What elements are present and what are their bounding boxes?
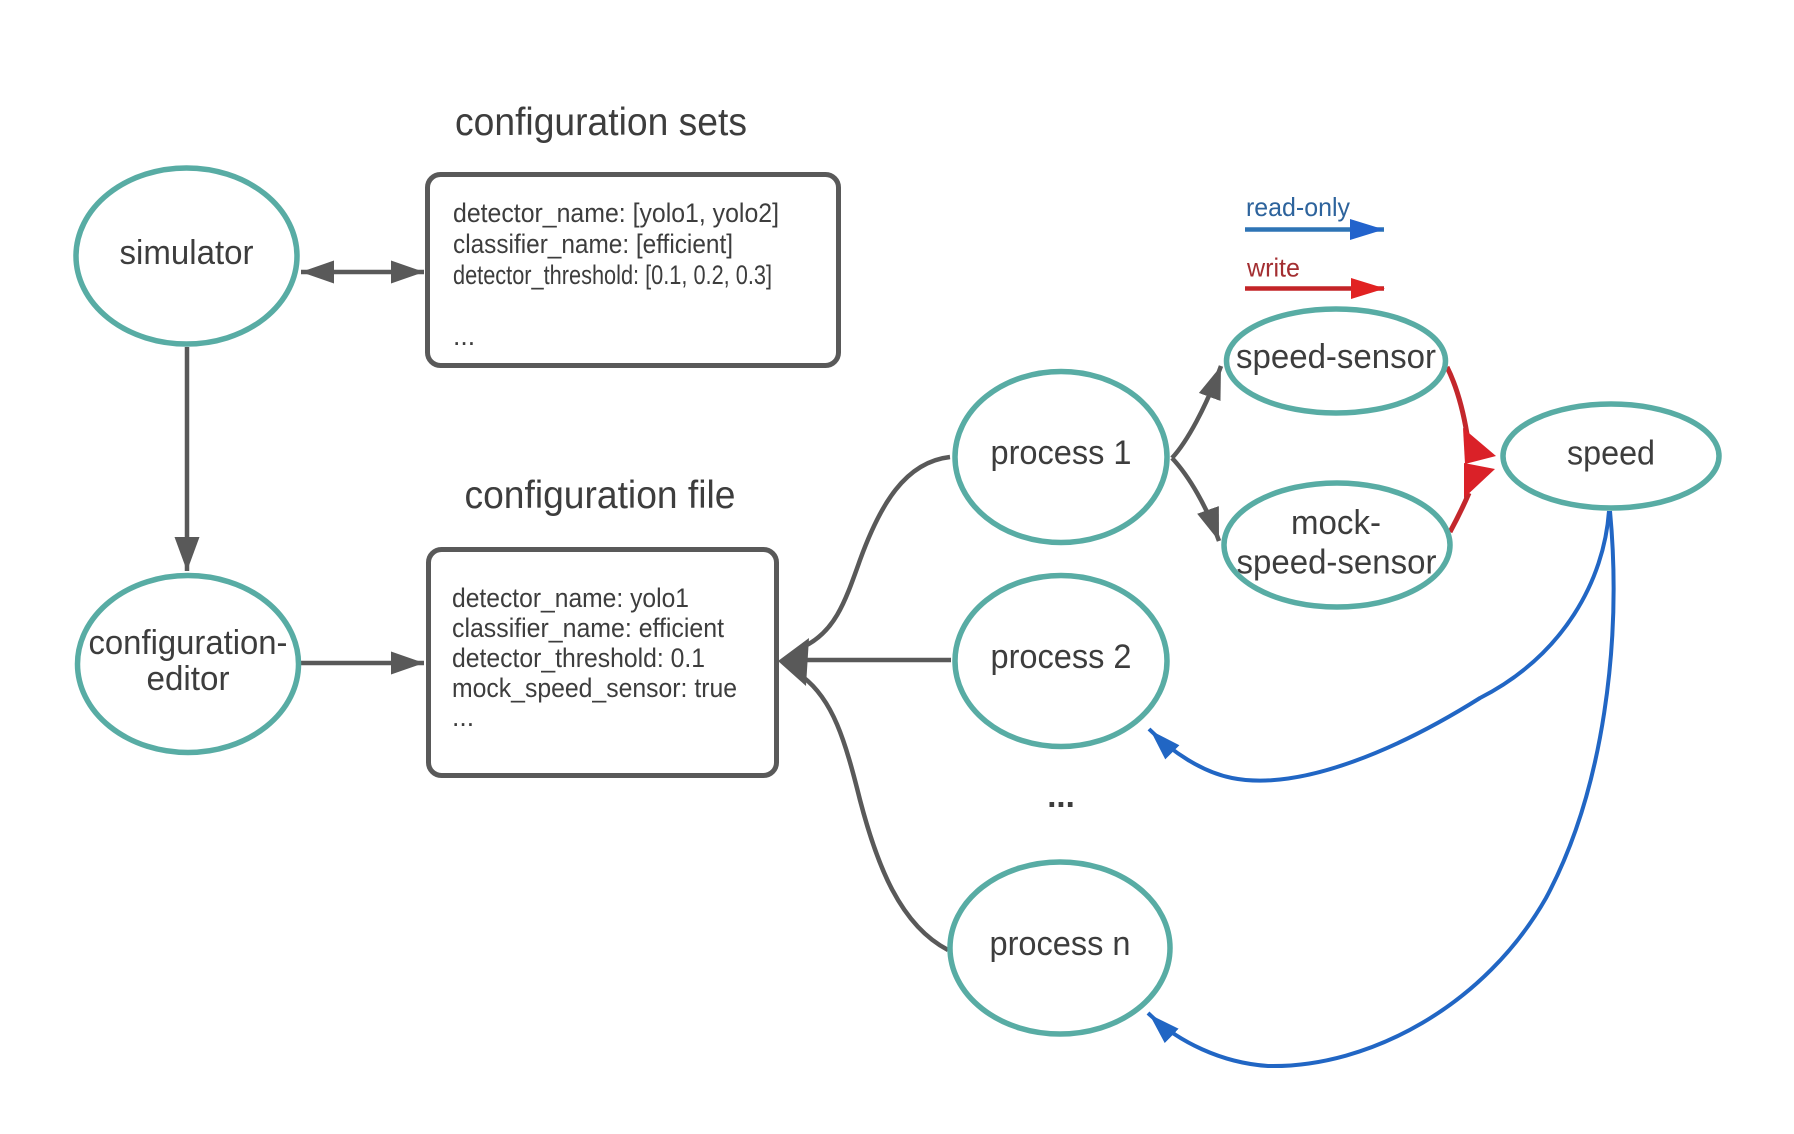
svg-text:configuration file: configuration file: [465, 474, 736, 517]
svg-text:detector_name: yolo1: detector_name: yolo1: [452, 583, 689, 613]
svg-text:process 2: process 2: [991, 638, 1132, 676]
svg-text:classifier_name: efficient: classifier_name: efficient: [452, 613, 725, 643]
svg-text:mock_speed_sensor: true: mock_speed_sensor: true: [452, 673, 737, 703]
svg-text:editor: editor: [147, 660, 230, 698]
svg-text:...: ...: [1047, 777, 1075, 814]
svg-text:speed-sensor: speed-sensor: [1237, 544, 1437, 582]
svg-text:configuration-: configuration-: [89, 624, 288, 662]
svg-text:speed-sensor: speed-sensor: [1236, 338, 1436, 376]
svg-text:speed: speed: [1567, 435, 1655, 473]
svg-text:...: ...: [453, 321, 475, 351]
svg-text:mock-: mock-: [1291, 504, 1381, 542]
svg-text:detector_name: [yolo1, yolo2]: detector_name: [yolo1, yolo2]: [453, 198, 779, 228]
svg-text:...: ...: [452, 702, 474, 732]
svg-text:process 1: process 1: [991, 434, 1132, 472]
svg-text:write: write: [1246, 253, 1300, 283]
svg-text:detector_threshold: 0.1: detector_threshold: 0.1: [452, 643, 705, 673]
svg-text:read-only: read-only: [1246, 192, 1350, 222]
svg-text:process n: process n: [990, 925, 1131, 963]
svg-text:configuration sets: configuration sets: [455, 101, 747, 144]
svg-text:classifier_name: [efficient]: classifier_name: [efficient]: [453, 229, 733, 259]
svg-text:detector_threshold: [0.1, 0.2,: detector_threshold: [0.1, 0.2, 0.3]: [453, 260, 772, 290]
svg-text:simulator: simulator: [120, 234, 254, 272]
